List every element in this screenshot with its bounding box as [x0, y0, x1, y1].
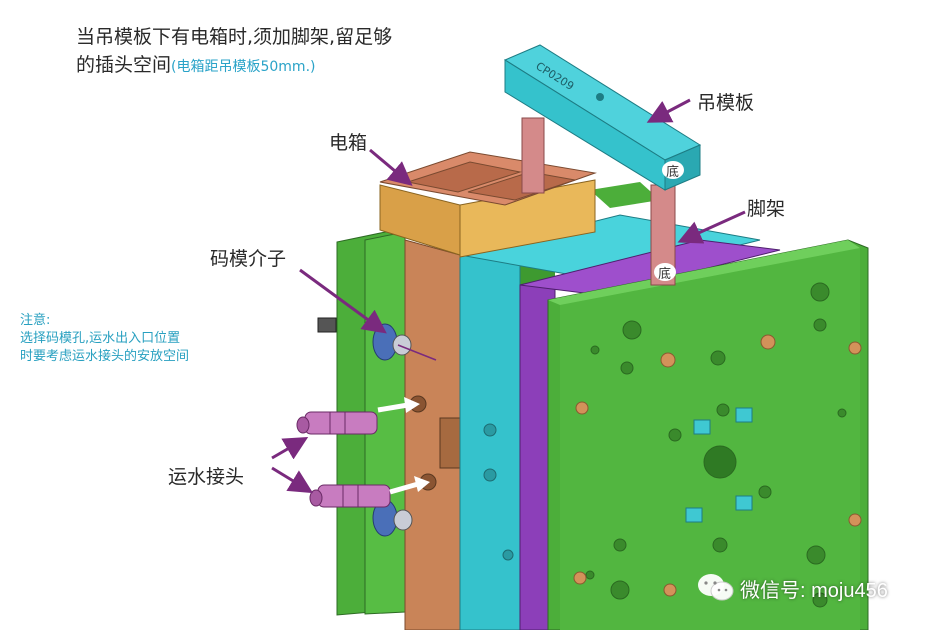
title-line-1: 当吊模板下有电箱时,须加脚架,留足够	[76, 26, 393, 48]
cyan-ejector-blocks	[685, 407, 753, 523]
white-arrow-upper	[377, 397, 420, 413]
note-line-3: 时要考虑运水接头的安放空间	[20, 349, 190, 364]
clamp-washer-lower	[372, 499, 413, 537]
water-arrow-lower	[271, 466, 314, 494]
wechat-icon	[698, 574, 734, 601]
front-green-plate-face	[560, 248, 860, 630]
cyan-plate-side	[459, 249, 521, 630]
hang-plate-arrow	[646, 98, 691, 123]
clamp-arrow-2	[397, 344, 437, 361]
cyan-plate-holes	[483, 423, 514, 561]
title-line-2-main: 的插头空间	[76, 54, 172, 76]
left-bolt	[317, 317, 337, 333]
white-arrow-lower	[389, 476, 430, 495]
note-line-2: 选择码模孔,运水出入口位置	[20, 331, 181, 346]
bottom-mark-upper: 底	[666, 164, 679, 180]
title-line-2-paren: (电箱距吊模板50mm.)	[171, 59, 316, 75]
top-green-block	[590, 182, 660, 208]
watermark: 微信号: moju456	[740, 580, 888, 602]
bottom-mark-lower-bg	[654, 263, 676, 281]
copper-inserts-front	[573, 334, 862, 597]
electric-box-arrow	[369, 148, 413, 186]
electric-box-slot-1	[406, 161, 522, 193]
title-line-2: 的插头空间(电箱距吊模板50mm.)	[76, 52, 315, 80]
copper-plate	[404, 239, 461, 630]
purple-plate-top	[519, 239, 781, 296]
water-connector-lower	[309, 484, 391, 508]
label-clamp: 码模介子	[210, 248, 287, 270]
water-arrow-upper	[271, 436, 309, 460]
front-plate-holes	[585, 282, 847, 608]
pillar-left	[521, 117, 545, 194]
clamp-arrow	[299, 268, 387, 334]
label-water-connector: 运水接头	[168, 466, 245, 488]
label-hang-plate: 吊模板	[697, 92, 755, 114]
leg-frame-arrow	[677, 210, 746, 244]
water-connector-upper	[296, 411, 378, 435]
note-line-1: 注意:	[20, 313, 51, 328]
label-electric-box: 电箱	[329, 132, 368, 154]
bottom-mark-lower: 底	[658, 266, 671, 282]
hang-plate-hole	[596, 93, 604, 101]
bottom-mark-upper-bg	[662, 161, 684, 179]
label-leg-frame: 脚架	[747, 198, 786, 220]
front-green-plate-top	[548, 240, 860, 305]
